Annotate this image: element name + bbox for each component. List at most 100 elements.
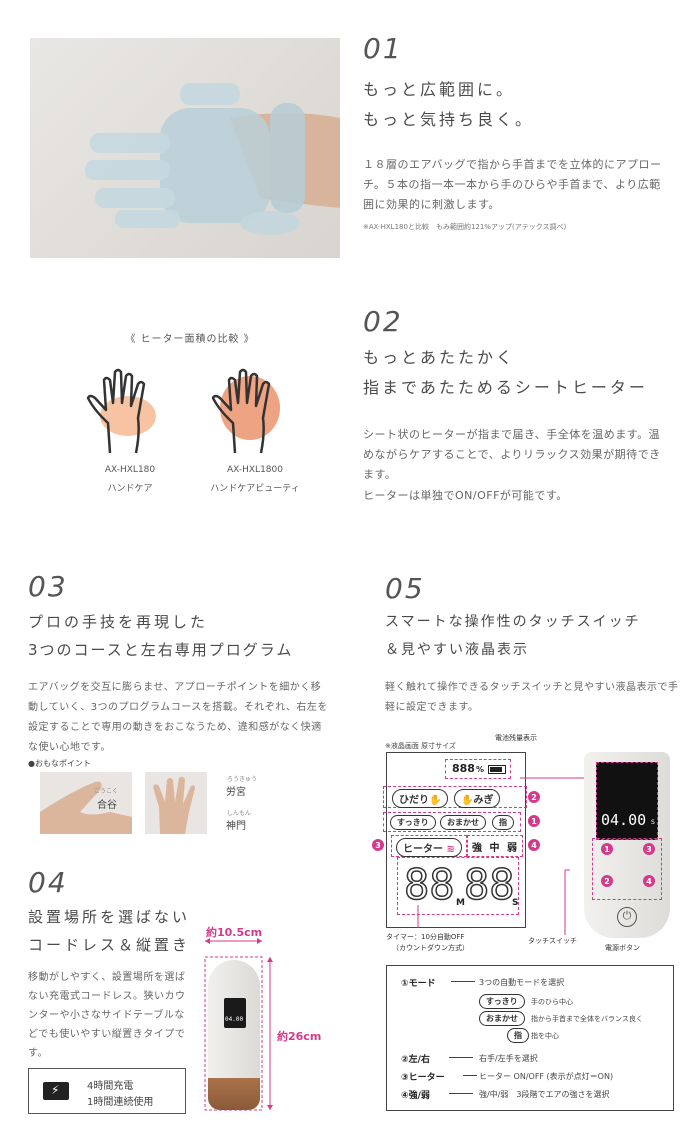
s02-body2: ヒーターは単独でON/OFFが可能です。 xyxy=(363,489,568,502)
s03-heading2: 3つのコースと左右専用プログラム xyxy=(28,641,294,659)
migi-pill: ✋みぎ xyxy=(454,789,501,808)
point-1-ruby: ごうこく xyxy=(94,788,119,795)
legend-sukkiri-desc: 手のひら中心 xyxy=(531,998,573,1006)
hand-left-illustration xyxy=(80,358,180,458)
s04-number: 04 xyxy=(28,866,68,899)
touch-switch-label: タッチスイッチ xyxy=(528,937,577,945)
s03-body: エアバッグを交互に膨らませ、アプローチポイントを細かく移動していく、3つのプログ… xyxy=(28,682,328,753)
timer-label: タイマー：10分自動OFF xyxy=(386,933,465,941)
s05-heading2: ＆見やすい液晶表示 xyxy=(385,642,529,658)
left-name: ハンドケア xyxy=(107,484,153,494)
s04-heading1: 設置場所を選ばない xyxy=(28,908,191,926)
panel-badge-2: 2 xyxy=(601,875,613,887)
timer-box: 88 M 88 S xyxy=(397,857,519,915)
omakase-pill: おまかせ xyxy=(440,815,486,830)
s03-number: 03 xyxy=(28,570,68,603)
hand-right-illustration xyxy=(205,358,305,458)
legend-omakase-desc: 指から手首まで全体をバランス良く xyxy=(531,1015,643,1023)
touch-area: 1 3 2 4 xyxy=(592,838,662,900)
timer-digits-min: 88 xyxy=(403,859,455,910)
battery-charge-icon: ⚡ xyxy=(43,1082,69,1100)
mode-box: すっきり おまかせ 指 xyxy=(383,812,521,832)
right-model: AX-HXL1800 xyxy=(227,465,283,475)
s04-body: 移動がしやすく、設置場所を選ばない充電式コードレス。狭いカウンターや小さなサイド… xyxy=(28,972,186,1059)
charge-time: 4時間充電 xyxy=(87,1081,134,1092)
battery-label: 電池残量表示 xyxy=(495,734,537,742)
s03-heading1: プロの手技を再現した xyxy=(28,613,209,631)
point-2-ruby: ろうきゅう xyxy=(227,776,258,783)
point-1-name: 合谷 xyxy=(97,800,117,811)
lr-box: ひだり✋ ✋みぎ xyxy=(383,786,527,808)
legend-heater: ③ヒーター xyxy=(401,1073,445,1083)
s05-heading1: スマートな操作性のタッチスイッチ xyxy=(385,614,641,630)
s01-body: １８層のエアバッグで指から手首までを立体的にアプローチ。５本の指一本一本から手の… xyxy=(363,158,662,211)
dimension-lines xyxy=(204,938,273,1111)
heater-compare-title: 《 ヒーター面積の比較 》 xyxy=(125,334,255,345)
s02-body: シート状のヒーターが指まで届き、手全体を温めます。温めながらケアすることで、より… xyxy=(363,428,661,481)
legend-lr-desc: 右手/左手を選択 xyxy=(479,1054,538,1063)
width-label: 約10.5cm xyxy=(206,926,263,939)
panel-badge-1: 1 xyxy=(601,843,613,855)
charge-box: ⚡ 4時間充電 1時間連続使用 xyxy=(28,1068,186,1114)
badge-1: 1 xyxy=(528,815,540,827)
power-button[interactable]: ⏻ xyxy=(617,907,637,927)
point-3-ruby: しんもん xyxy=(227,810,252,817)
legend-sukkiri-pill: すっきり xyxy=(479,994,525,1009)
point-photo-2 xyxy=(145,772,207,834)
lcd-panel: 888 % ひだり✋ ✋みぎ すっきり おまかせ 指 ヒーター ≋ 強 中 弱 … xyxy=(383,752,527,928)
badge-4: 4 xyxy=(528,839,540,851)
s05-number: 05 xyxy=(385,572,425,605)
legend-mode-desc: 3つの自動モードを選択 xyxy=(479,978,565,987)
height-label: 約26cm xyxy=(277,1030,322,1043)
control-panel: 04.00 S 1 3 2 4 ⏻ xyxy=(584,752,670,938)
battery-box: 888 % xyxy=(445,759,511,779)
legend-yubi-pill: 指 xyxy=(507,1028,529,1043)
legend-box: ①モード 3つの自動モードを選択 すっきり 手のひら中心 おまかせ 指から手首ま… xyxy=(386,965,674,1111)
legend-omakase-pill: おまかせ xyxy=(479,1011,525,1026)
panel-lcd: 04.00 S xyxy=(596,762,658,840)
timer-label2: （カウントダウン方式） xyxy=(392,944,469,952)
panel-badge-3: 3 xyxy=(643,843,655,855)
yubi-pill: 指 xyxy=(492,815,514,830)
legend-strength-desc: 強/中/弱 3段階でエアの強さを選択 xyxy=(479,1090,610,1099)
s01-heading1: もっと広範囲に。 xyxy=(363,80,516,99)
legend-heater-desc: ヒーター ON/OFF (表示が点灯＝ON) xyxy=(479,1072,614,1081)
use-time: 1時間連続使用 xyxy=(87,1097,154,1108)
device-screen: 04.00 xyxy=(224,998,246,1028)
hand-airbag-image xyxy=(85,83,340,235)
points-label: ●おもなポイント xyxy=(28,759,91,768)
point-2-name: 労宮 xyxy=(226,787,246,798)
left-model: AX-HXL180 xyxy=(104,465,156,475)
panel-s: S xyxy=(651,819,655,826)
device-body: 04.00 xyxy=(208,960,260,1110)
hidari-pill: ひだり✋ xyxy=(392,789,449,808)
point-photo-1 xyxy=(40,772,132,834)
legend-lr: ②左/右 xyxy=(401,1055,430,1065)
heater-pill: ヒーター ≋ xyxy=(396,838,462,857)
legend-strength: ④強/弱 xyxy=(401,1091,430,1101)
right-name: ハンドケアビューティ xyxy=(210,484,300,494)
s01-note: ※AX-HXL180と比較 もみ範囲約121%アップ(アテックス調べ) xyxy=(363,223,567,231)
s02-number: 02 xyxy=(363,305,403,338)
battery-icon xyxy=(488,765,506,774)
heater-box: ヒーター ≋ xyxy=(391,835,467,857)
lcd-pct: % xyxy=(476,765,485,774)
timer-s: S xyxy=(512,898,519,908)
s05-body: 軽く触れて操作できるタッチスイッチと見やすい液晶表示で手軽に設定できます。 xyxy=(385,682,679,713)
lcd-888: 888 xyxy=(452,762,475,775)
badge-2: 2 xyxy=(528,791,540,803)
device-base xyxy=(208,1078,260,1110)
s02-heading2: 指まであたためるシートヒーター xyxy=(363,378,648,397)
s04-heading2: コードレス＆縦置き xyxy=(28,936,191,954)
lcd-note: ※液晶画面 原寸サイズ xyxy=(385,742,456,750)
sukkiri-pill: すっきり xyxy=(390,815,436,830)
strength-text: 強 中 弱 xyxy=(472,843,519,854)
point-3-name: 神門 xyxy=(226,821,246,832)
panel-time: 04.00 xyxy=(601,811,647,829)
s01-number: 01 xyxy=(363,32,403,65)
legend-mode: ①モード xyxy=(401,979,436,989)
s02-heading1: もっとあたたかく xyxy=(363,348,516,367)
badge-3: 3 xyxy=(372,839,384,851)
timer-m: M xyxy=(456,898,465,908)
s01-heading2: もっと気持ち良く。 xyxy=(363,110,535,129)
